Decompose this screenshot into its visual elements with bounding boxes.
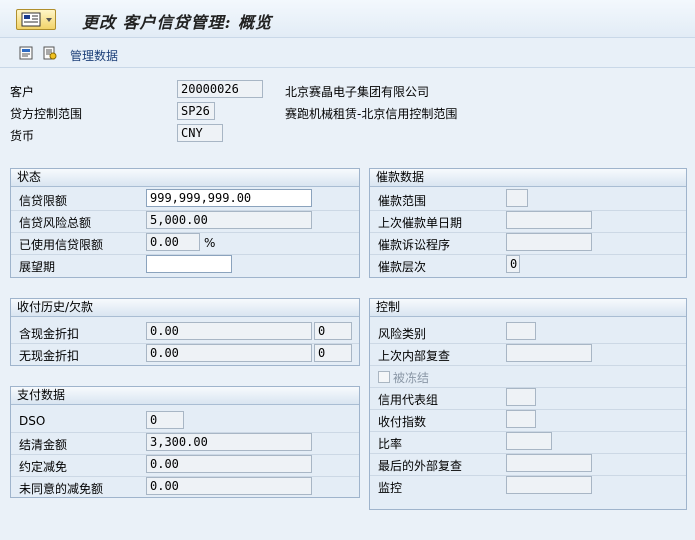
disputed-deductions-field[interactable]: 0.00 <box>146 477 312 495</box>
percent-unit: % <box>204 236 216 250</box>
dunning-level-field[interactable]: 0 <box>506 255 520 273</box>
with-cash-discount-extra-field[interactable]: 0 <box>314 322 352 340</box>
status-group-title: 状态 <box>11 169 359 187</box>
credit-control-area-field[interactable]: SP26 <box>177 102 215 120</box>
customer-label: 客户 <box>10 85 35 99</box>
dunning-area-field[interactable] <box>506 189 528 207</box>
status-group: 状态 信贷限额 999,999,999.00 信贷风险总额 5,000.00 已… <box>10 168 360 278</box>
customer-name: 北京赛晶电子集团有限公司 <box>285 85 430 99</box>
credit-limit-label: 信贷限额 <box>19 194 68 208</box>
master-data-button[interactable]: 管理数据 <box>70 49 119 63</box>
page-title: 更改 客户信贷管理: 概览 <box>82 13 273 32</box>
other-object-icon[interactable] <box>43 46 57 60</box>
menu-icon <box>21 12 41 27</box>
clearing-amount-label: 结清金额 <box>19 438 68 452</box>
legal-dunning-label: 催款诉讼程序 <box>378 238 451 252</box>
control-group: 控制 风险类别 上次内部复查 被冻结 信用代表组 收付指数 比率 最后的外部复查… <box>369 298 687 510</box>
with-cash-discount-field[interactable]: 0.00 <box>146 322 312 340</box>
used-credit-limit-field[interactable]: 0.00 <box>146 233 200 251</box>
risk-category-label: 风险类别 <box>378 327 427 341</box>
monitoring-field[interactable] <box>506 476 592 494</box>
display-change-icon[interactable] <box>19 46 33 60</box>
credit-limit-field[interactable]: 999,999,999.00 <box>146 189 312 207</box>
without-cash-discount-label: 无现金折扣 <box>19 349 80 363</box>
menu-button[interactable] <box>16 9 56 30</box>
blocked-label: 被冻结 <box>393 371 430 385</box>
without-cash-discount-field[interactable]: 0.00 <box>146 344 312 362</box>
horizon-field[interactable] <box>146 255 232 273</box>
agreed-deductions-label: 约定减免 <box>19 460 68 474</box>
credit-control-area-desc: 赛跑机械租赁-北京信用控制范围 <box>285 107 458 121</box>
with-cash-discount-label: 含现金折扣 <box>19 327 80 341</box>
blocked-checkbox[interactable] <box>378 371 390 383</box>
legal-dunning-field[interactable] <box>506 233 592 251</box>
last-external-review-label: 最后的外部复查 <box>378 459 463 473</box>
rating-label: 比率 <box>378 437 403 451</box>
credit-control-area-label: 贷方控制范围 <box>10 107 83 121</box>
credit-exposure-label: 信贷风险总额 <box>19 216 92 230</box>
payment-index-label: 收付指数 <box>378 415 427 429</box>
clearing-amount-field[interactable]: 3,300.00 <box>146 433 312 451</box>
rating-field[interactable] <box>506 432 552 450</box>
credit-rep-group-label: 信用代表组 <box>378 393 439 407</box>
payment-history-group-title: 收付历史/欠款 <box>11 299 359 317</box>
horizon-label: 展望期 <box>19 260 56 274</box>
credit-rep-group-field[interactable] <box>506 388 536 406</box>
dso-field[interactable]: 0 <box>146 411 184 429</box>
monitoring-label: 监控 <box>378 481 403 495</box>
last-external-review-field[interactable] <box>506 454 592 472</box>
used-credit-limit-label: 已使用信贷限额 <box>19 238 104 252</box>
control-group-title: 控制 <box>370 299 686 317</box>
payment-index-field[interactable] <box>506 410 536 428</box>
currency-field[interactable]: CNY <box>177 124 223 142</box>
credit-exposure-field[interactable]: 5,000.00 <box>146 211 312 229</box>
dunning-group: 催款数据 催款范围 上次催款单日期 催款诉讼程序 催款层次 0 <box>369 168 687 278</box>
last-dunning-notice-label: 上次催款单日期 <box>378 216 463 230</box>
disputed-deductions-label: 未同意的减免额 <box>19 482 104 496</box>
dunning-level-label: 催款层次 <box>378 260 427 274</box>
chevron-down-icon <box>46 18 52 22</box>
dunning-group-title: 催款数据 <box>370 169 686 187</box>
customer-field[interactable]: 20000026 <box>177 80 263 98</box>
agreed-deductions-field[interactable]: 0.00 <box>146 455 312 473</box>
last-internal-review-field[interactable] <box>506 344 592 362</box>
payment-history-group: 收付历史/欠款 含现金折扣 0.00 0 无现金折扣 0.00 0 <box>10 298 360 366</box>
without-cash-discount-extra-field[interactable]: 0 <box>314 344 352 362</box>
app-toolbar: 管理数据 <box>0 38 695 68</box>
dunning-area-label: 催款范围 <box>378 194 427 208</box>
last-internal-review-label: 上次内部复查 <box>378 349 451 363</box>
currency-label: 货币 <box>10 129 35 143</box>
risk-category-field[interactable] <box>506 322 536 340</box>
dso-label: DSO <box>19 414 46 428</box>
last-dunning-notice-field[interactable] <box>506 211 592 229</box>
title-bar: 更改 客户信贷管理: 概览 <box>0 0 695 38</box>
payment-data-group-title: 支付数据 <box>11 387 359 405</box>
payment-data-group: 支付数据 DSO 0 结清金额 3,300.00 约定减免 0.00 未同意的减… <box>10 386 360 498</box>
